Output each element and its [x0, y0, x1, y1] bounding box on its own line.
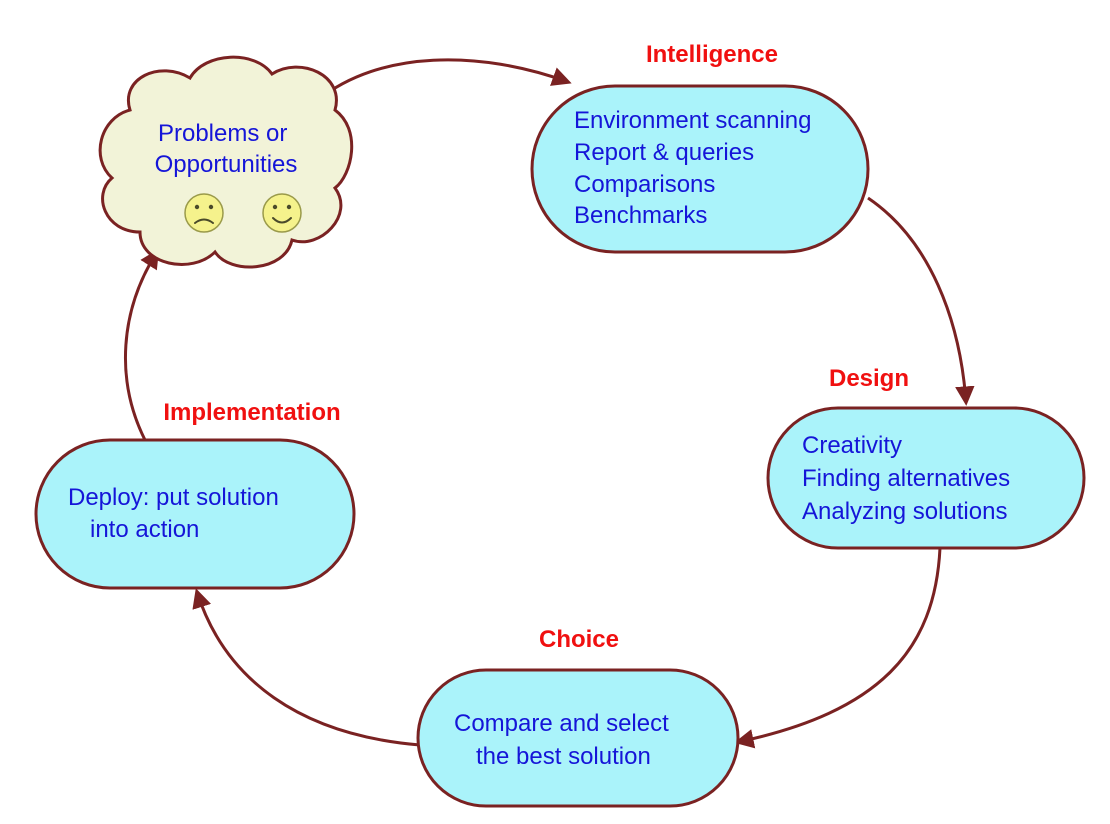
intelligence-line-3: Comparisons	[574, 171, 715, 198]
design-box	[766, 406, 1086, 550]
intelligence-node: Environment scanning Report & queries Co…	[530, 84, 870, 254]
arrow-intelligence-to-design	[867, 196, 975, 406]
intelligence-line-2: Report & queries	[574, 139, 754, 166]
arrow-implementation-to-start	[124, 248, 160, 441]
start-cloud: Problems or Opportunities	[98, 55, 354, 269]
svg-text:Environment scanning Rep: Environment scanning Report & queries Co…	[574, 107, 818, 229]
svg-text:Compare and select the b: Compare and select the best solution	[454, 710, 675, 770]
svg-text:Creativity Finding alter: Creativity Finding alternatives Analyzin…	[802, 432, 1017, 525]
implementation-node: Deploy: put solution into action	[34, 438, 356, 590]
happy-face-icon	[262, 193, 302, 233]
start-line-1: Problems or	[158, 120, 287, 147]
svg-text:Deploy: put solution int: Deploy: put solution into action	[68, 484, 285, 543]
choice-title: Choice	[539, 626, 619, 653]
choice-line-2: the best solution	[476, 743, 651, 770]
choice-line-1: Compare and select	[454, 710, 669, 737]
svg-text:Problems or Opportunitie: Problems or Opportunities	[155, 120, 298, 178]
intelligence-title: Intelligence	[646, 41, 778, 68]
design-line-1: Creativity	[802, 432, 902, 459]
design-title: Design	[829, 365, 909, 392]
sad-face-icon	[184, 193, 224, 233]
intelligence-line-4: Benchmarks	[574, 202, 707, 229]
design-line-2: Finding alternatives	[802, 465, 1010, 492]
implementation-line-2: into action	[90, 516, 199, 543]
intelligence-line-1: Environment scanning	[574, 107, 811, 134]
design-node: Creativity Finding alternatives Analyzin…	[766, 406, 1086, 550]
arrow-start-to-intelligence	[317, 58, 572, 102]
choice-node: Compare and select the best solution	[416, 668, 740, 808]
implementation-title: Implementation	[163, 399, 340, 426]
arrow-choice-to-implementation	[192, 588, 421, 747]
implementation-line-1: Deploy: put solution	[68, 484, 279, 511]
arrow-design-to-choice	[734, 547, 942, 749]
start-line-2: Opportunities	[155, 151, 298, 178]
design-line-3: Analyzing solutions	[802, 498, 1007, 525]
choice-box	[416, 668, 740, 808]
intelligence-box	[530, 84, 870, 254]
implementation-box	[34, 438, 356, 590]
